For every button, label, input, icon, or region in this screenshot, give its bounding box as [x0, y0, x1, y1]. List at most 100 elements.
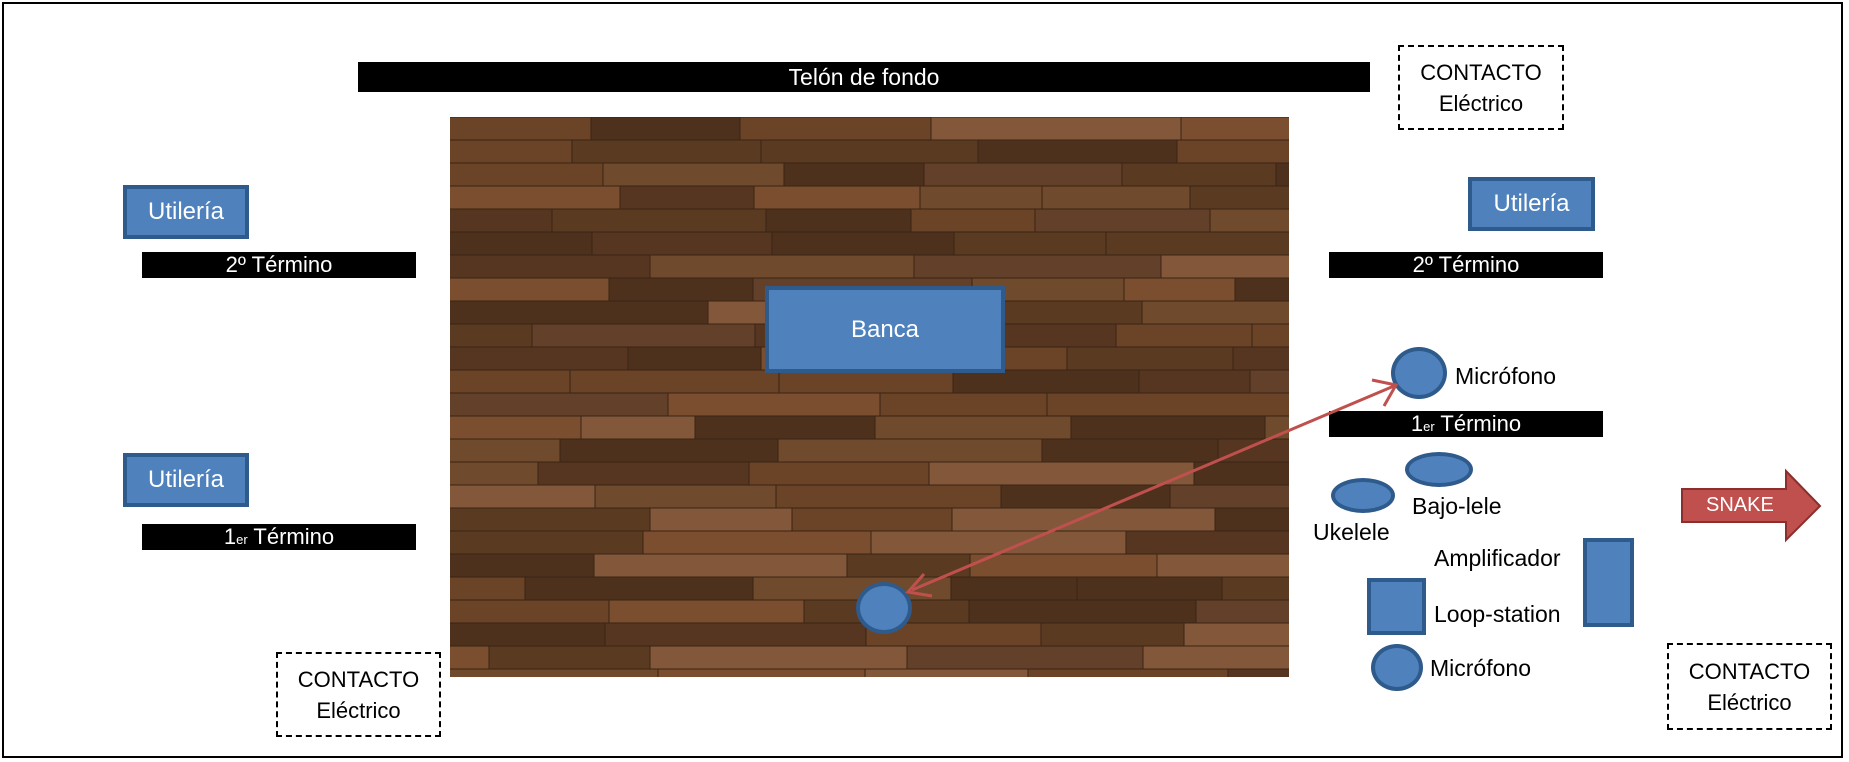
floor-plank — [650, 508, 792, 531]
floor-plank — [766, 209, 911, 232]
contact-line2: Eléctrico — [1439, 88, 1523, 119]
floor-plank — [668, 393, 880, 416]
floor-plank — [970, 554, 1157, 577]
microphone-top-shape — [1391, 347, 1447, 399]
floor-plank — [450, 485, 595, 508]
microphone-bottom-label: Micrófono — [1430, 655, 1531, 682]
floor-plank — [450, 439, 560, 462]
floor-plank — [911, 209, 1035, 232]
floor-plank — [1157, 554, 1289, 577]
floor-plank — [1233, 347, 1289, 370]
floor-plank — [525, 577, 753, 600]
floor-plank — [1126, 531, 1289, 554]
floor-plank — [450, 416, 581, 439]
floor-plank — [740, 117, 931, 140]
term-2-bar-right: 2º Término — [1329, 252, 1603, 278]
term-1-bar-left: 1er Término — [142, 524, 416, 550]
floor-plank — [924, 163, 1122, 186]
term-2-label: 2º Término — [1413, 252, 1520, 277]
term-1-word: Término — [1435, 411, 1521, 437]
floor-plank — [1181, 117, 1289, 140]
floor-plank — [450, 577, 525, 600]
floor-plank — [1196, 600, 1289, 623]
amplificador-shape — [1583, 538, 1634, 627]
floor-plank — [871, 531, 1126, 554]
floor-plank — [538, 462, 749, 485]
floor-plank — [650, 646, 907, 669]
floor-plank — [953, 370, 1139, 393]
floor-plank — [907, 646, 1143, 669]
floor-plank — [1047, 393, 1289, 416]
bajo-lele-shape — [1405, 452, 1473, 487]
floor-plank — [1035, 209, 1210, 232]
floor-plank — [776, 485, 1001, 508]
prop-label: Utilería — [148, 198, 224, 226]
backdrop-label: Telón de fondo — [789, 64, 940, 90]
floor-plank — [450, 508, 650, 531]
floor-plank — [1228, 669, 1289, 677]
floor-plank — [1028, 669, 1228, 677]
floor-plank — [875, 416, 1071, 439]
floor-plank — [628, 347, 761, 370]
contact-line1: CONTACTO — [1420, 57, 1541, 88]
floor-plank — [450, 370, 570, 393]
microphone-bottom-shape — [1371, 644, 1423, 691]
floor-plank — [1077, 577, 1222, 600]
snake-label: SNAKE — [1706, 494, 1774, 517]
floor-plank — [450, 531, 643, 554]
floor-plank — [532, 324, 755, 347]
contact-line1: CONTACTO — [1689, 656, 1810, 687]
floor-plank — [450, 669, 658, 677]
floor-plank — [753, 577, 951, 600]
floor-plank — [643, 531, 871, 554]
floor-plank — [954, 232, 1106, 255]
floor-plank — [609, 600, 804, 623]
floor-plank — [1124, 278, 1235, 301]
floor-plank — [978, 140, 1177, 163]
term-1-word: Término — [248, 524, 334, 550]
floor-plank — [952, 508, 1215, 531]
floor-plank — [1143, 646, 1289, 669]
floor-plank — [450, 255, 650, 278]
floor-plank — [658, 669, 865, 677]
floor-plank — [605, 623, 866, 646]
floor-plank — [914, 255, 1161, 278]
floor-plank — [1161, 255, 1289, 278]
floor-plank — [880, 393, 1047, 416]
term-1-number: 1 — [1411, 411, 1423, 437]
floor-plank — [489, 646, 650, 669]
loop-station-label: Loop-station — [1434, 601, 1561, 628]
contact-line2: Eléctrico — [316, 695, 400, 726]
ukelele-label: Ukelele — [1313, 519, 1390, 546]
floor-plank — [603, 163, 784, 186]
electric-contact-top-right: CONTACTO Eléctrico — [1398, 45, 1564, 130]
floor-plank — [592, 232, 772, 255]
bench-box: Banca — [765, 286, 1005, 373]
floor-plank — [929, 462, 1194, 485]
floor-plank — [1142, 301, 1289, 324]
floor-plank — [1071, 416, 1265, 439]
floor-plank — [450, 462, 538, 485]
floor-plank — [572, 140, 761, 163]
floor-plank — [450, 600, 609, 623]
loop-station-shape — [1367, 578, 1426, 635]
floor-plank — [1122, 163, 1276, 186]
floor-plank — [450, 623, 605, 646]
floor-plank — [1067, 347, 1233, 370]
floor-plank — [450, 232, 592, 255]
floor-plank — [1106, 232, 1289, 255]
prop-box-left-bottom: Utilería — [123, 453, 249, 507]
floor-plank — [1252, 324, 1289, 347]
contact-line1: CONTACTO — [298, 664, 419, 695]
floor-plank — [951, 577, 1077, 600]
floor-plank — [754, 186, 920, 209]
floor-plank — [847, 554, 970, 577]
floor-plank — [650, 255, 914, 278]
floor-plank — [1170, 485, 1289, 508]
term-1-number: 1 — [224, 524, 236, 550]
floor-plank — [594, 554, 847, 577]
floor-plank — [450, 301, 708, 324]
floor-plank — [778, 439, 1042, 462]
